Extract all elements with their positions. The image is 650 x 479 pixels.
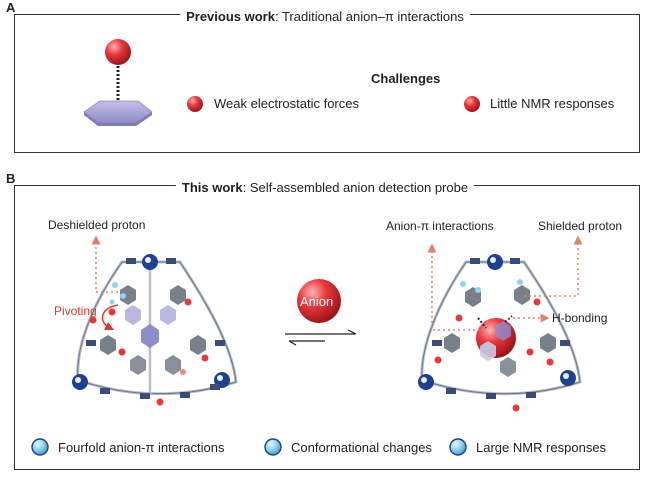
deshielded-proton-label: Deshielded proton bbox=[48, 218, 146, 232]
challenges-heading: Challenges bbox=[371, 71, 441, 86]
panel-b-title: This work: Self-assembled anion detectio… bbox=[175, 180, 475, 195]
shielded-arrow bbox=[524, 235, 583, 297]
hbonding-label: H-bonding bbox=[552, 311, 608, 325]
anion-sphere-b bbox=[297, 279, 341, 323]
feature-label-2: Conformational changes bbox=[291, 440, 432, 455]
panel-a-title: Previous work: Traditional anion–π inter… bbox=[180, 9, 470, 24]
anion-label: Anion bbox=[300, 294, 334, 309]
panel-b-title-rest: : Self-assembled anion detection probe bbox=[242, 180, 469, 195]
pivoting-label: Pivoting bbox=[54, 304, 97, 318]
panel-a-letter: A bbox=[6, 0, 16, 15]
left-cage-central-arene bbox=[141, 324, 159, 348]
shielded-proton-label: Shielded proton bbox=[538, 219, 623, 233]
anion-sphere-a bbox=[105, 39, 131, 65]
challenge-label-1: Weak electrostatic forces bbox=[214, 96, 359, 111]
feature-label-3: Large NMR responses bbox=[476, 440, 607, 455]
panel-b-title-bold: This work bbox=[181, 180, 243, 195]
feature-dot-2 bbox=[264, 438, 282, 456]
feature-dot-1 bbox=[31, 438, 49, 456]
challenge-dot-2 bbox=[464, 96, 480, 112]
left-cage bbox=[72, 235, 238, 406]
panel-a-title-rest: : Traditional anion–π interactions bbox=[274, 9, 464, 24]
panel-a-title-bold: Previous work bbox=[186, 9, 275, 24]
panel-b-letter: B bbox=[6, 171, 16, 186]
pivoting-arrow bbox=[101, 304, 119, 331]
anion-pi-label: Anion-π interactions bbox=[386, 219, 494, 233]
challenge-label-2: Little NMR responses bbox=[490, 96, 615, 111]
feature-dot-3 bbox=[449, 438, 467, 456]
feature-label-1: Fourfold anion-π interactions bbox=[58, 440, 225, 455]
right-cage bbox=[418, 235, 583, 412]
deshielded-arrow bbox=[91, 235, 118, 293]
challenge-dot-1 bbox=[187, 96, 203, 112]
